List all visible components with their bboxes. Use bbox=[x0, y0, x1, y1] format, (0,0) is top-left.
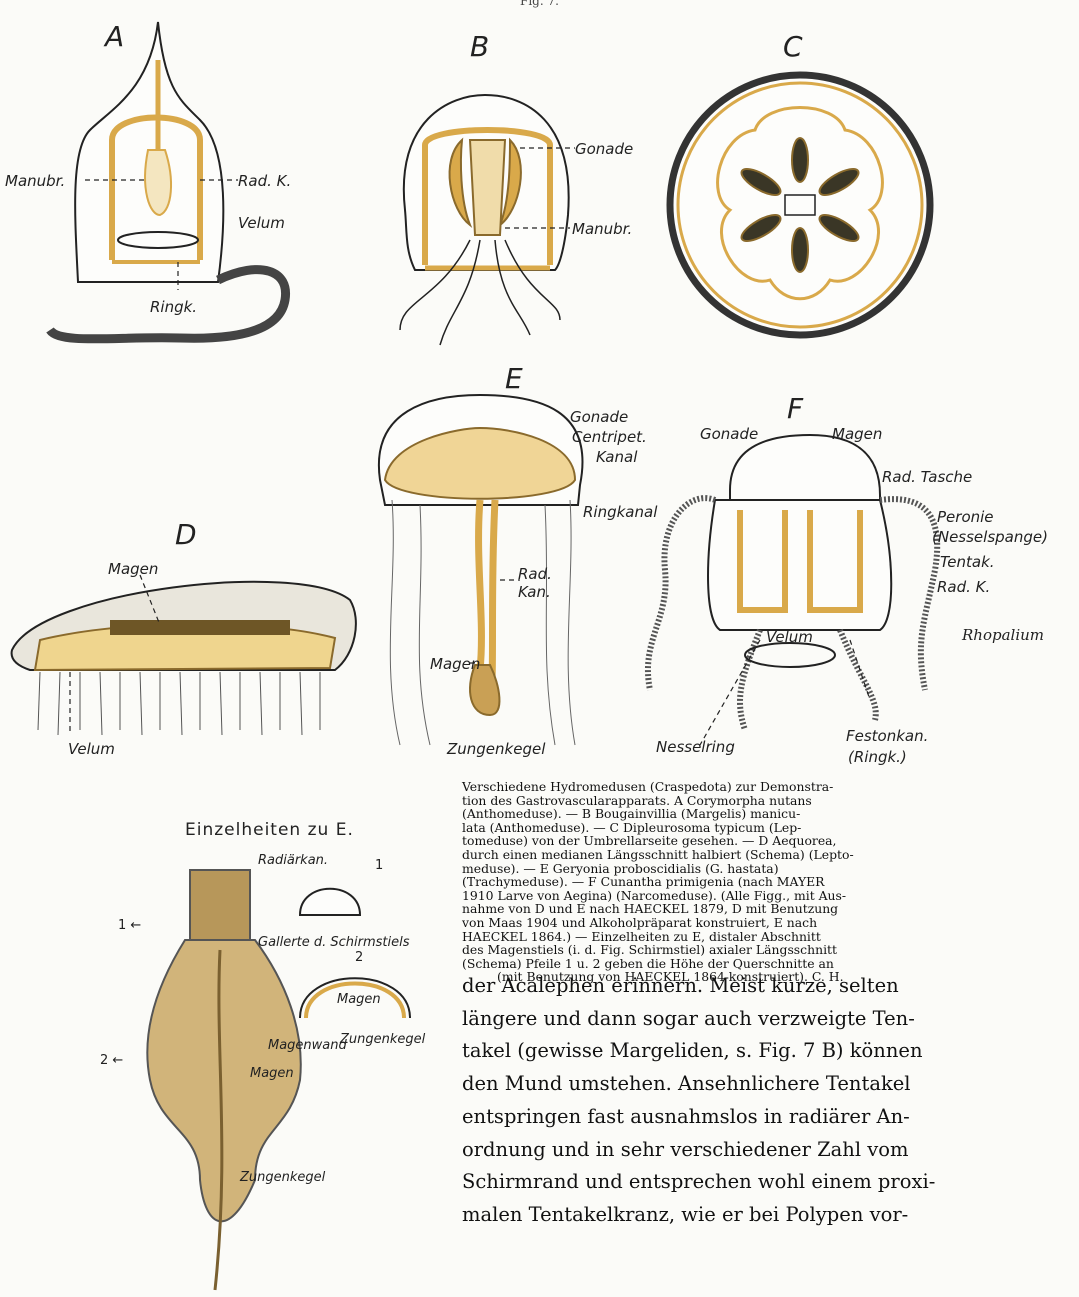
details-label: Magen bbox=[337, 992, 381, 1007]
panel-b-letter: B bbox=[470, 30, 489, 63]
body-line: entspringen fast ausnahmslos in radiärer… bbox=[462, 1101, 997, 1134]
panel-e-label: Zungenkegel bbox=[447, 740, 545, 758]
panel-d-label: Magen bbox=[108, 560, 158, 578]
panel-f-label: Rad. K. bbox=[937, 578, 990, 596]
panel-a-letter: A bbox=[105, 20, 124, 53]
details-label: 2 bbox=[355, 950, 363, 965]
details-label: Zungenkegel bbox=[340, 1032, 425, 1047]
figure-caption: Verschiedene Hydromedusen (Craspedota) z… bbox=[462, 780, 997, 984]
figure-number: Fig. 7. bbox=[520, 0, 559, 8]
details-label: 1 bbox=[375, 858, 383, 873]
details-label: 2 ← bbox=[100, 1053, 123, 1068]
caption-line: tomeduse) von der Umbrellarseite gesehen… bbox=[462, 834, 997, 848]
body-line: malen Tentakelkranz, wie er bei Polypen … bbox=[462, 1199, 997, 1232]
details-label: Zungenkegel bbox=[240, 1170, 325, 1185]
panel-f-letter: F bbox=[787, 392, 803, 425]
panel-d-letter: D bbox=[175, 518, 197, 551]
panel-e-label: Ringkanal bbox=[583, 503, 657, 521]
caption-line: durch einen medianen Längsschnitt halbie… bbox=[462, 848, 997, 862]
caption-line: (Anthomeduse). — B Bougainvillia (Margel… bbox=[462, 807, 997, 821]
caption-line: nahme von D und E nach HAECKEL 1879, D m… bbox=[462, 902, 997, 916]
panel-c-letter: C bbox=[783, 30, 803, 63]
details-label: Radiärkan. bbox=[258, 853, 328, 868]
details-title: Einzelheiten zu E. bbox=[185, 820, 354, 840]
panel-f-label: Rad. Tasche bbox=[882, 468, 972, 486]
body-line: längere und dann sogar auch verzweigte T… bbox=[462, 1003, 997, 1036]
panel-f-label: (Ringk.) bbox=[848, 748, 907, 766]
panel-f-label: Velum bbox=[766, 628, 813, 646]
body-line: der Acalephen erinnern. Meist kurze, sel… bbox=[462, 970, 997, 1003]
panel-d-drawing bbox=[12, 575, 356, 735]
panel-e-drawing bbox=[379, 395, 583, 745]
panel-b-label: Gonade bbox=[575, 140, 633, 158]
panel-f-label: Tentak. bbox=[940, 553, 995, 571]
panel-f-label: Gonade bbox=[700, 425, 758, 443]
panel-a-label: Manubr. bbox=[5, 172, 65, 190]
caption-line: meduse). — E Geryonia proboscidialis (G.… bbox=[462, 862, 997, 876]
caption-line: HAECKEL 1864.) — Einzelheiten zu E, dist… bbox=[462, 930, 997, 944]
caption-line: von Maas 1904 und Alkoholpräparat konstr… bbox=[462, 916, 997, 930]
body-line: den Mund umstehen. Ansehnlichere Tentake… bbox=[462, 1068, 997, 1101]
body-paragraph: der Acalephen erinnern. Meist kurze, sel… bbox=[462, 970, 997, 1232]
body-line: Schirmrand und entsprechen wohl einem pr… bbox=[462, 1166, 997, 1199]
panel-e-label: Gonade bbox=[570, 408, 628, 426]
panel-a-label: Ringk. bbox=[150, 298, 197, 316]
panel-f-label: Nesselring bbox=[656, 738, 735, 756]
body-line: takel (gewisse Margeliden, s. Fig. 7 B) … bbox=[462, 1035, 997, 1068]
panel-e-label: Magen bbox=[430, 655, 480, 673]
panel-e-label: Centripet. bbox=[572, 428, 647, 446]
details-label: Gallerte d. Schirmstiels bbox=[258, 935, 409, 950]
panel-f-label: Magen bbox=[832, 425, 882, 443]
caption-line: des Magenstiels (i. d. Fig. Schirmstiel)… bbox=[462, 943, 997, 957]
panel-f-label: (Nesselspange) bbox=[932, 528, 1048, 546]
caption-line: (Trachymeduse). — F Cunantha primigenia … bbox=[462, 875, 997, 889]
panel-a-label: Velum bbox=[238, 214, 285, 232]
caption-line: lata (Anthomeduse). — C Dipleurosoma typ… bbox=[462, 821, 997, 835]
panel-b-label: Manubr. bbox=[572, 220, 632, 238]
panel-b-drawing bbox=[400, 95, 575, 345]
panel-c-drawing bbox=[670, 75, 930, 335]
caption-line: Verschiedene Hydromedusen (Craspedota) z… bbox=[462, 780, 997, 794]
panel-f-label: Festonkan. bbox=[846, 727, 928, 745]
panel-f-label: Peronie bbox=[937, 508, 994, 526]
panel-f-label: Rhopalium bbox=[962, 626, 1044, 644]
panel-a-label: Rad. K. bbox=[238, 172, 291, 190]
caption-line: (Schema) Pfeile 1 u. 2 geben die Höhe de… bbox=[462, 957, 997, 971]
panel-e-letter: E bbox=[505, 362, 523, 395]
panel-e-label: Kanal bbox=[596, 448, 637, 466]
caption-line: 1910 Larve von Aegina) (Narcomeduse). (A… bbox=[462, 889, 997, 903]
details-label: Magen bbox=[250, 1066, 294, 1081]
caption-line: tion des Gastrovascularapparats. A Corym… bbox=[462, 794, 997, 808]
details-label: Magenwand bbox=[268, 1038, 347, 1053]
panel-e-label: Rad. bbox=[518, 565, 552, 583]
details-label: 1 ← bbox=[118, 918, 141, 933]
panel-d-label: Velum bbox=[68, 740, 115, 758]
body-line: ordnung und in sehr verschiedener Zahl v… bbox=[462, 1134, 997, 1167]
panel-e-label: Kan. bbox=[518, 583, 551, 601]
